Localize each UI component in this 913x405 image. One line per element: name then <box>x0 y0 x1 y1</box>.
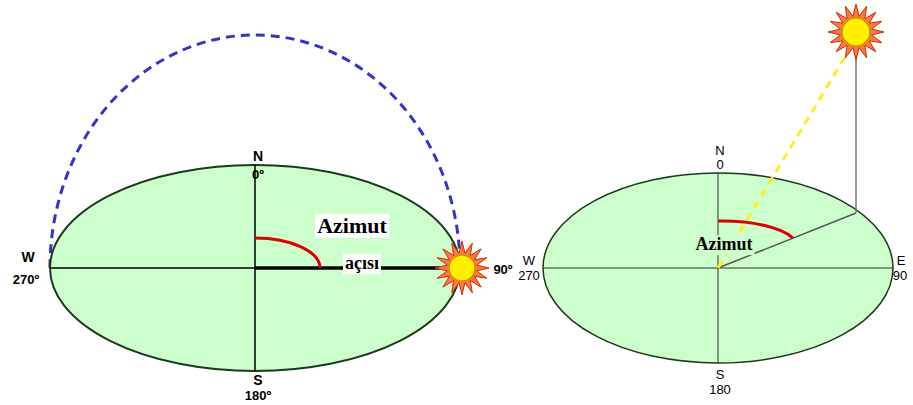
compass-letter: W <box>523 254 535 268</box>
sun-disc <box>449 255 475 281</box>
sun <box>828 4 884 60</box>
sun-rays <box>828 4 884 60</box>
compass-degree: 270 <box>518 269 540 283</box>
compass-letter: N <box>253 149 263 164</box>
compass-degree: 0º <box>252 168 264 182</box>
compass-letter: S <box>716 368 725 382</box>
horizon-ellipse <box>50 165 460 371</box>
angle-name: Azimut <box>315 214 389 238</box>
sun-height <box>855 56 857 213</box>
west-axis <box>50 267 255 269</box>
compass-letter: S <box>253 373 262 388</box>
compass-degree: 180 <box>709 383 731 397</box>
compass-degree: 270º <box>13 273 39 287</box>
compass-letter: E <box>897 254 906 268</box>
angle-name: açısı <box>343 254 381 274</box>
compass-degree: 0 <box>716 158 723 172</box>
sun-rays <box>435 241 489 295</box>
compass-degree: 180º <box>245 389 271 403</box>
compass-letter: N <box>715 144 724 158</box>
compass-letter: W <box>21 250 34 265</box>
angle-name: Azimut <box>694 235 755 255</box>
compass-degree: 90º <box>493 263 512 277</box>
sun <box>435 241 489 295</box>
azimuth-arc <box>255 238 320 268</box>
compass-degree: 90 <box>893 269 907 283</box>
sun-disc <box>842 18 870 46</box>
